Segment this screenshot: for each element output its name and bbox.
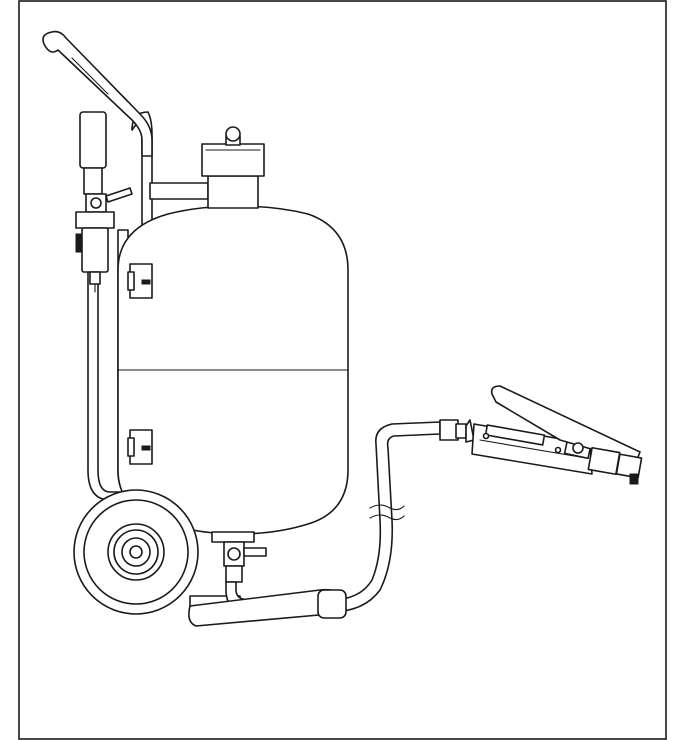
gun-barrel-line	[479, 439, 587, 459]
lower-clamp-nut	[141, 445, 151, 451]
blast-gun	[439, 385, 643, 485]
regulator-stem	[83, 167, 103, 195]
gun-nozzle-tip	[629, 473, 639, 485]
fill-cap-ring	[225, 126, 241, 142]
clamps	[127, 263, 153, 465]
filter-bowl	[81, 227, 109, 273]
gun-trigger-pivot	[572, 442, 584, 454]
valve-lever	[243, 547, 267, 557]
valve-knob	[227, 547, 241, 561]
regulator-head	[75, 211, 115, 229]
fill-cap	[201, 143, 265, 177]
upper-clamp-bolt	[127, 271, 135, 291]
pressure-gauge-icon	[79, 111, 107, 169]
gun-screw-2	[554, 446, 562, 454]
gun-body-slot	[484, 424, 546, 446]
filter-side-port	[75, 233, 83, 253]
inlet-valve-knob	[90, 197, 102, 209]
frame-crossbar	[149, 182, 209, 200]
gun-screw-1	[482, 432, 490, 440]
wheel-axle	[129, 545, 143, 559]
handle-grip-line	[71, 57, 109, 95]
mixing-valve	[223, 541, 267, 583]
filter-drain	[89, 271, 101, 285]
upper-clamp-nut	[141, 279, 151, 285]
blast-hose	[188, 421, 441, 627]
lower-clamp-bolt	[127, 437, 135, 457]
hose-break-upper	[369, 504, 405, 511]
handle-bar	[42, 30, 153, 157]
wheel	[73, 489, 199, 615]
tank-outlet-flange	[211, 531, 255, 543]
gun-nozzle-holder	[587, 446, 621, 476]
handle	[42, 30, 153, 157]
inlet-valve-lever	[105, 187, 133, 203]
air-regulator	[75, 111, 133, 293]
valve-fitting	[225, 565, 243, 583]
hose-end-fitting	[317, 589, 347, 619]
tank-neck	[207, 175, 259, 209]
hose-break-lower	[369, 514, 405, 521]
gun-coupling-nut	[455, 423, 467, 439]
gun-nozzle	[615, 453, 643, 479]
